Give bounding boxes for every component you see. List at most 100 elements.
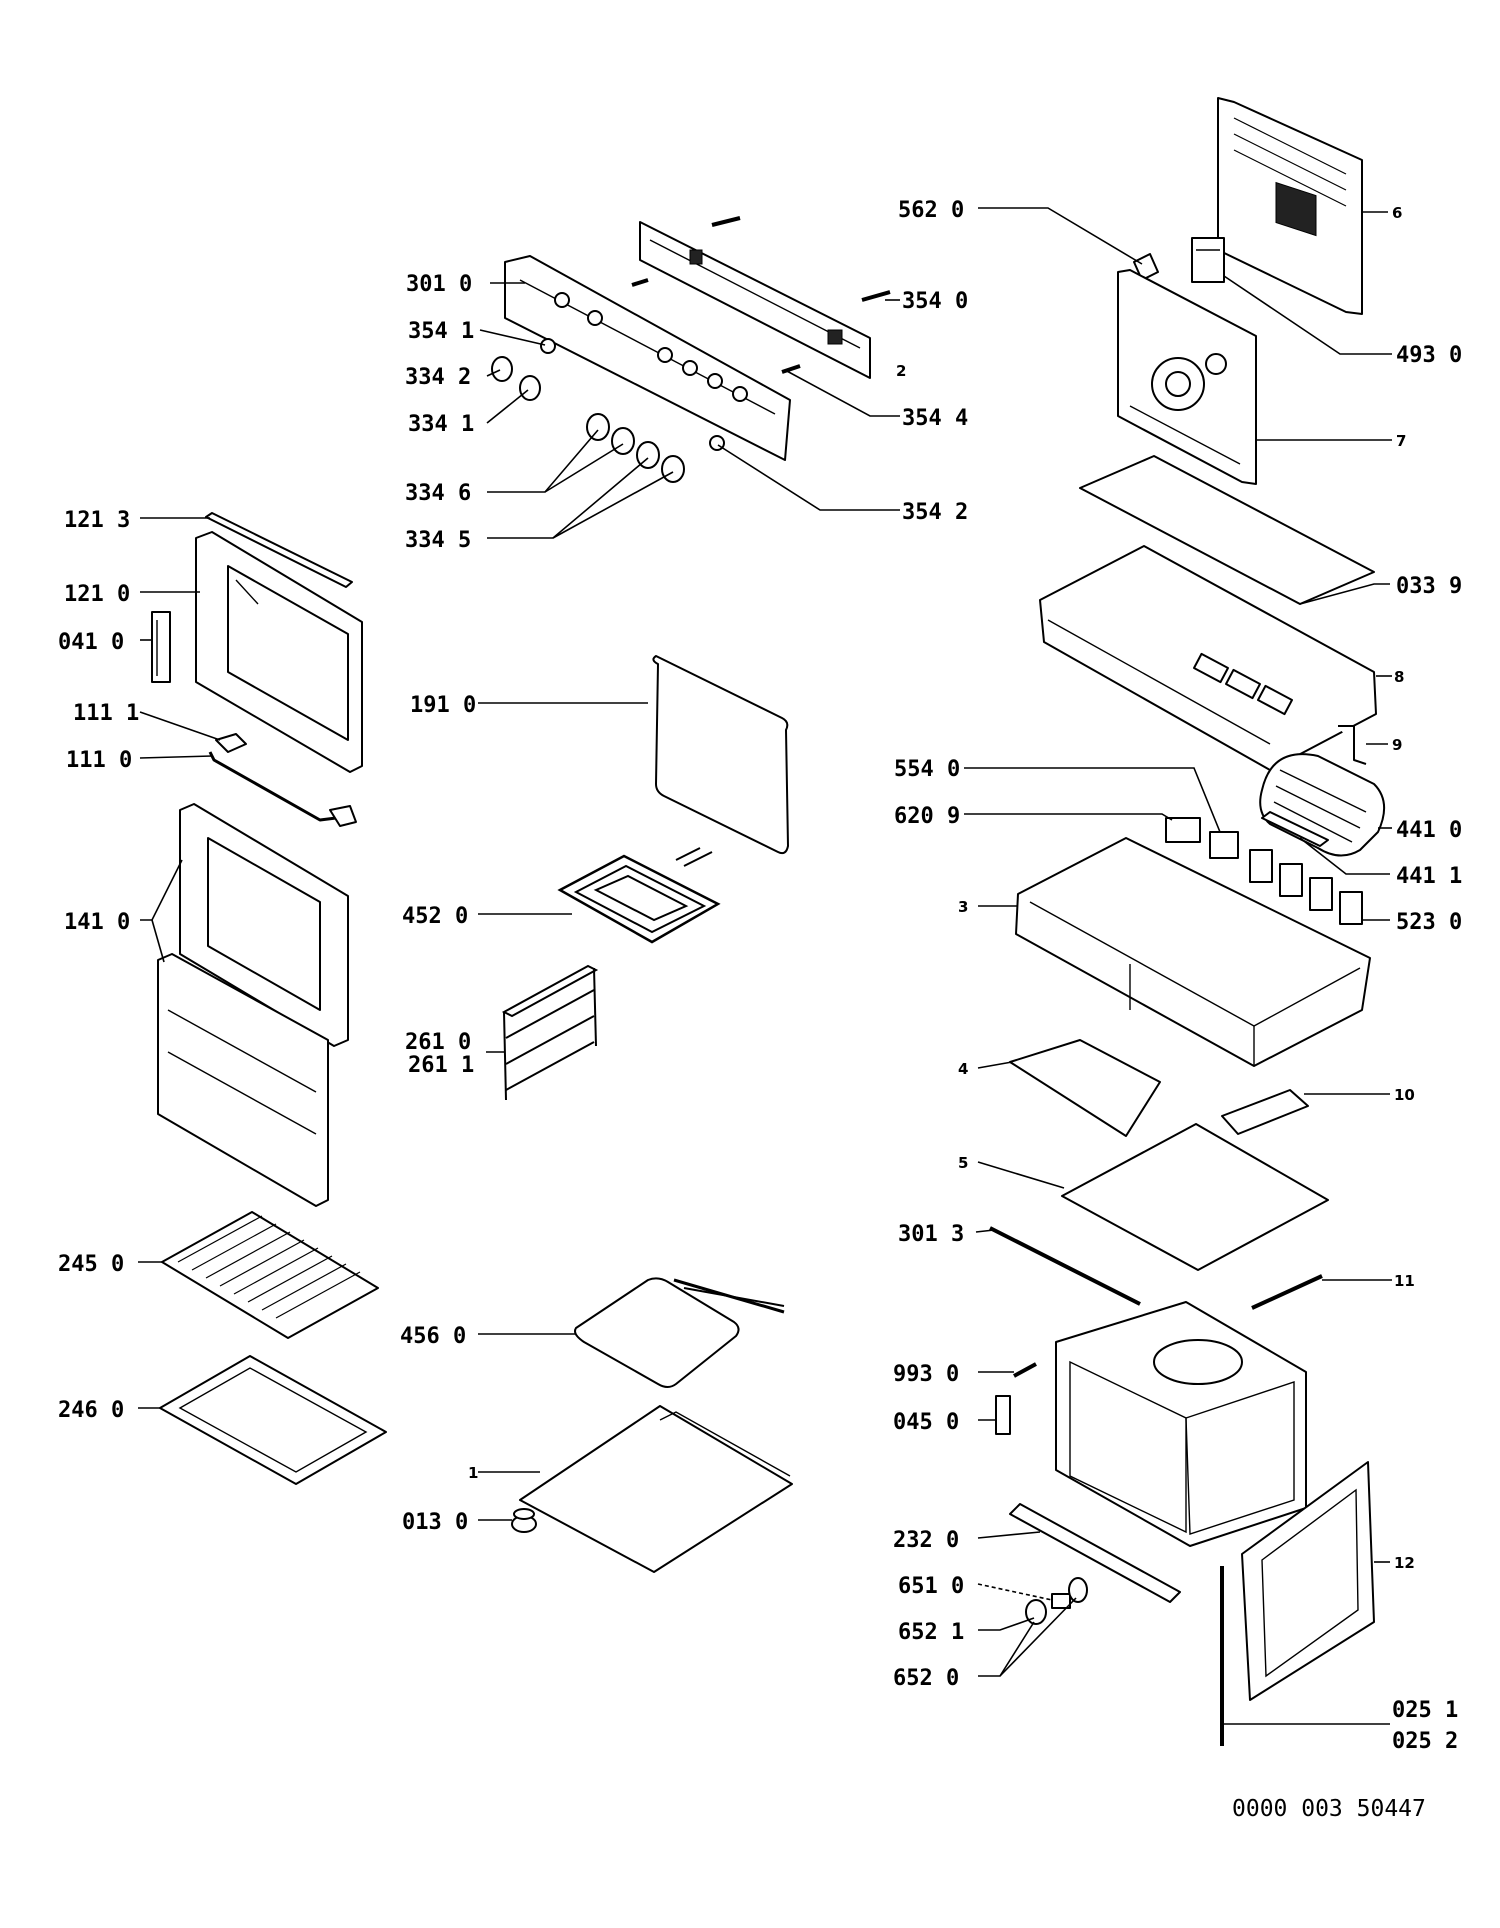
side-rail <box>501 964 599 1018</box>
wire-shelf <box>161 1211 379 1339</box>
knob-small-icon <box>491 356 513 382</box>
callout-label: 441 1 <box>1396 864 1462 889</box>
knob-icon <box>661 455 685 483</box>
hinge-plate <box>215 733 247 753</box>
relay <box>1191 237 1225 283</box>
selector-switch <box>1165 817 1201 843</box>
knob-icon <box>636 441 660 469</box>
door-leaders <box>139 517 221 963</box>
callout-label: 354 4 <box>902 406 968 431</box>
racks-group <box>159 1211 387 1485</box>
callout-label: 11 <box>1394 1272 1415 1290</box>
callout-label: 245 0 <box>58 1252 124 1277</box>
knob-icon <box>586 413 610 441</box>
side-strip <box>1251 1274 1323 1310</box>
knob-axle <box>1051 1593 1071 1609</box>
callout-label: 354 0 <box>902 289 968 314</box>
callout-label: 6 <box>1392 204 1402 222</box>
callout-label: 651 0 <box>898 1574 964 1599</box>
callout-label: 456 0 <box>400 1324 466 1349</box>
callout-label: 013 0 <box>402 1510 468 1535</box>
callout-label: 261 0 <box>405 1030 471 1055</box>
knob-icon <box>1025 1599 1047 1625</box>
callout-label: 334 5 <box>405 528 471 553</box>
baking-tray <box>159 1355 387 1485</box>
callout-label: 2 <box>896 362 906 380</box>
cover-strip <box>1221 1089 1309 1135</box>
center-parts-group <box>501 655 793 1573</box>
rotary-switch <box>1279 863 1303 897</box>
front-strip <box>1009 1503 1181 1603</box>
callout-label: 562 0 <box>898 198 964 223</box>
callout-label: 232 0 <box>893 1528 959 1553</box>
bottom-cover <box>519 1405 793 1573</box>
knob-icon <box>1068 1577 1088 1603</box>
callout-label: 334 6 <box>405 481 471 506</box>
callout-label: 493 0 <box>1396 343 1462 368</box>
insulation-strip <box>1079 455 1375 605</box>
rotary-switch <box>1249 849 1273 883</box>
callout-label: 620 9 <box>894 804 960 829</box>
side-frame <box>1241 1461 1375 1701</box>
callout-label: 191 0 <box>410 693 476 718</box>
air-deflector <box>1009 1039 1161 1137</box>
callout-label: 121 0 <box>64 582 130 607</box>
document-number: 0000 003 50447 <box>1232 1796 1426 1822</box>
center-leaders <box>478 702 648 1521</box>
heating-element <box>557 854 721 944</box>
callout-label: 3 <box>958 898 968 916</box>
callout-label: 111 0 <box>66 748 132 773</box>
callout-label: 5 <box>958 1154 968 1172</box>
callout-label: 652 1 <box>898 1620 964 1645</box>
cabinet-leaders <box>964 207 1392 1725</box>
callout-label: 045 0 <box>893 1410 959 1435</box>
cabinet-group <box>989 97 1385 1746</box>
door-hinge <box>151 611 171 683</box>
thermostat <box>1209 831 1239 859</box>
callout-label: 261 1 <box>408 1053 474 1078</box>
rotisserie-tray <box>574 1277 740 1388</box>
callout-label: 1 <box>468 1464 478 1482</box>
callout-label: 334 1 <box>408 412 474 437</box>
control-panel-group <box>491 216 891 483</box>
callout-label: 652 0 <box>893 1666 959 1691</box>
callout-label: 033 9 <box>1396 574 1462 599</box>
rotary-switch <box>1339 891 1363 925</box>
callout-label: 121 3 <box>64 508 130 533</box>
callout-label: 334 2 <box>405 365 471 390</box>
callout-label: 025 1 <box>1392 1698 1458 1723</box>
callout-label: 4 <box>958 1060 968 1078</box>
oven-gasket <box>652 655 789 855</box>
callout-label: 111 1 <box>73 701 139 726</box>
callout-label: 452 0 <box>402 904 468 929</box>
knob-small-icon <box>519 375 541 401</box>
indicator-lamp <box>540 338 556 354</box>
insulation-plate <box>1061 1123 1329 1271</box>
callout-label: 12 <box>1394 1554 1415 1572</box>
callout-label: 523 0 <box>1396 910 1462 935</box>
callout-label: 354 2 <box>902 500 968 525</box>
callout-label: 025 2 <box>1392 1729 1458 1754</box>
control-box <box>1015 837 1371 1067</box>
screw <box>1013 1362 1037 1378</box>
knob-icon <box>611 427 635 455</box>
callout-label: 8 <box>1394 668 1404 686</box>
control-panel-front <box>504 255 791 461</box>
callout-label: 993 0 <box>893 1362 959 1387</box>
callout-label: 246 0 <box>58 1398 124 1423</box>
callout-label: 041 0 <box>58 630 124 655</box>
callout-label: 554 0 <box>894 757 960 782</box>
small-bracket <box>1338 725 1367 765</box>
callout-label: 354 1 <box>408 319 474 344</box>
door-glass-lower <box>157 953 329 1207</box>
door-top-strip <box>205 512 353 588</box>
rotary-switch <box>1309 877 1333 911</box>
callout-label: 9 <box>1392 736 1402 754</box>
door-group <box>151 512 363 1207</box>
motor-bar <box>1261 811 1329 847</box>
callout-label: 301 3 <box>898 1222 964 1247</box>
front-rail <box>989 1226 1141 1306</box>
hinge-rod <box>208 751 337 822</box>
callout-label: 301 0 <box>406 272 472 297</box>
